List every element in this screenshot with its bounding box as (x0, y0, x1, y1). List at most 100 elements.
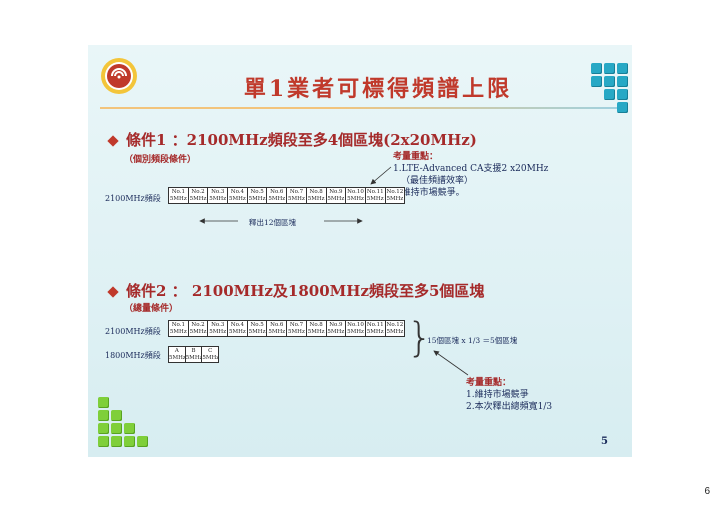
condition2-note-arrow (433, 350, 469, 376)
spectrum-block-number: B (191, 348, 196, 354)
spectrum-block-number: No.3 (211, 322, 225, 328)
spectrum-block-bandwidth: 5MHz (228, 328, 246, 335)
spectrum-block-bandwidth: 5MHz (248, 328, 266, 335)
condition2-band-label-1800: 1800MHz頻段 (105, 351, 161, 360)
spectrum-block-bandwidth: 5MHz (268, 328, 286, 335)
spectrum-block-bandwidth: 5MHz (327, 195, 345, 202)
spectrum-block-bandwidth: 5MHz (169, 195, 187, 202)
spectrum-block-number: No.7 (289, 189, 304, 195)
spectrum-block-number: No.8 (309, 322, 323, 328)
condition1-heading: 條件1 ：2100MHz頻段至多4個區塊(2x20MHz) (126, 131, 477, 149)
spectrum-block-bandwidth: 5MHz (386, 328, 404, 335)
condition1-subheading: （個別頻段條件） (124, 155, 197, 165)
spectrum-block-bandwidth: 5MHz (209, 328, 227, 335)
spectrum-block-number: No.5 (250, 322, 264, 328)
spectrum-block-number: No.1 (171, 322, 185, 328)
spectrum-block-number: A (174, 348, 179, 354)
spectrum-block-bandwidth: 5MHz (347, 195, 364, 202)
spectrum-block-number: No.9 (329, 322, 343, 328)
spectrum-block-bandwidth: 5MHz (202, 354, 219, 361)
spectrum-block-bandwidth: 5MHz (307, 195, 325, 202)
condition2-note-head: 考量重點： (466, 378, 512, 388)
spectrum-block-bandwidth: 5MHz (228, 195, 246, 202)
spectrum-block-bandwidth: 5MHz (185, 354, 203, 361)
diagram-arrows (199, 166, 469, 376)
condition2-subheading: （總量條件） (124, 304, 179, 314)
spectrum-block-bandwidth: 5MHz (347, 328, 364, 335)
spectrum-block-number: No.4 (230, 189, 245, 195)
spectrum-block-bandwidth: 5MHz (307, 328, 325, 335)
condition2-note: 考量重點： 1.維持市場競爭 2.本次釋出總頻寬1/3 (466, 377, 552, 413)
condition1-note-line3: 2.維持市場競爭。 (393, 188, 465, 198)
release-count-label: 釋出12個區塊 (249, 218, 297, 227)
condition2-note-line1: 1.維持市場競爭 (466, 390, 529, 400)
spectrum-block-number: No.6 (270, 189, 284, 195)
spectrum-block-number: C (208, 348, 213, 354)
condition1-note-line2: （最佳頻譜效率） (401, 176, 474, 186)
spectrum-block-bandwidth: 5MHz (189, 328, 207, 335)
block-formula: 15個區塊 x 1/3 ＝5個區塊 (427, 336, 518, 345)
condition1-note: 考量重點： 1.LTE-Advanced CA支援2 x20MHz （最佳頻譜效… (393, 151, 548, 199)
slide: 單1業者可標得頻譜上限 條件1 ：2100MHz頻段至多4個區塊(2x20MHz… (88, 45, 632, 457)
brace-symbol-icon: } (407, 315, 433, 361)
spectrum-block-bandwidth: 5MHz (268, 195, 286, 202)
spectrum-block-number: No.11 (366, 189, 384, 195)
spectrum-block-number: No.10 (347, 322, 364, 328)
spectrum-block-bandwidth: 5MHz (366, 195, 384, 202)
spectrum-block-number: No.10 (347, 189, 364, 195)
spectrum-block-bandwidth: 5MHz (327, 328, 345, 335)
spectrum-block-bandwidth: 5MHz (288, 195, 305, 202)
spectrum-block-bandwidth: 5MHz (248, 195, 266, 202)
condition2-heading: 條件2 ： 2100MHz及1800MHz頻段至多5個區塊 (126, 282, 485, 300)
spectrum-block-bandwidth: 5MHz (169, 328, 187, 335)
spectrum-block-bandwidth: 5MHz (366, 328, 384, 335)
condition2-note-line2: 2.本次釋出總頻寬1/3 (466, 402, 553, 412)
spectrum-block-number: No.9 (329, 189, 343, 195)
spectrum-block-number: No.8 (309, 189, 323, 195)
decorative-squares-icon (578, 63, 628, 113)
spectrum-block-number: No.1 (171, 189, 185, 195)
condition1-note-arrow (370, 166, 392, 185)
decorative-squares-icon (98, 397, 148, 447)
spectrum-block-number: No.2 (191, 189, 205, 195)
document-page-number: 6 (704, 486, 710, 497)
slide-title: 單1業者可標得頻譜上限 (243, 76, 513, 102)
spectrum-block-number: No.6 (270, 322, 284, 328)
spectrum-block-number: No.2 (191, 322, 205, 328)
spectrum-block-number: No.5 (250, 189, 264, 195)
spectrum-block-number: No.12 (386, 322, 404, 328)
spectrum-block-bandwidth: 5MHz (288, 328, 305, 335)
condition2-band-label-2100: 2100MHz頻段 (105, 327, 161, 336)
spectrum-block-bandwidth: 5MHz (209, 195, 227, 202)
spectrum-block-bandwidth: 5MHz (169, 354, 186, 361)
spectrum-block-number: No.4 (230, 322, 245, 328)
